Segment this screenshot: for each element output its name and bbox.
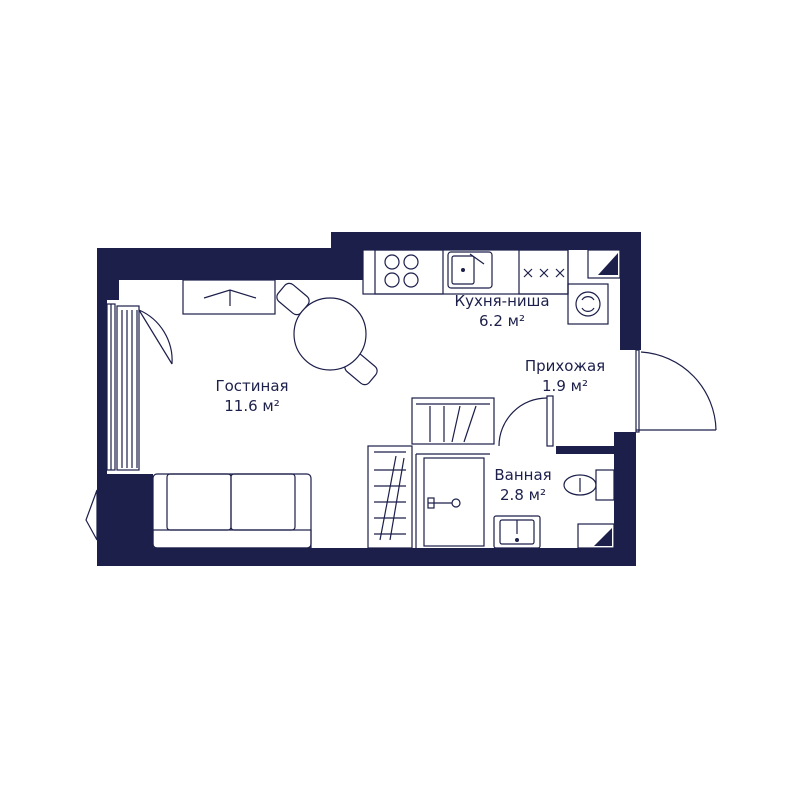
wall-right-upper [620,232,641,350]
washing-machine-icon [567,283,609,325]
stove-icon [374,249,444,295]
window-icon [85,303,173,541]
room-area: 6.2 м² [479,312,525,330]
shower-icon [423,457,485,547]
sofa-icon [152,473,312,549]
dining-table-icon [276,282,378,386]
wardrobe-icon [367,445,413,549]
room-label-hall: Прихожая 1.9 м² [525,357,605,395]
room-label-kitchen: Кухня-ниша 6.2 м² [454,292,549,330]
shaft-bottom-mark [594,528,612,546]
bathroom-partition [415,453,490,548]
sink-icon [493,515,541,549]
tv-cabinet [182,279,276,315]
room-name: Гостиная [215,377,288,395]
shaft-top-mark [598,253,618,275]
wall-left-top [97,248,119,300]
wardrobe-icon [411,397,495,445]
room-area: 2.8 м² [500,486,546,504]
hob-icon [518,249,569,295]
walls [97,232,641,566]
room-label-bath: Ванная 2.8 м² [494,466,551,504]
wall-bath-top [556,446,620,454]
room-label-living: Гостиная 11.6 м² [215,377,288,415]
toilet-icon [563,469,615,501]
sink-icon [447,251,493,289]
wall-bottom [97,548,636,566]
room-name: Кухня-ниша [454,292,549,310]
kitchen-counter [362,249,569,295]
room-area: 11.6 м² [224,397,280,415]
wall-left-bottom [97,474,153,566]
room-name: Прихожая [525,357,605,375]
wall-left-mid [97,300,107,474]
wall-top-left [97,248,331,280]
room-name: Ванная [494,466,551,484]
wall-top-right [331,232,641,250]
room-area: 1.9 м² [542,377,588,395]
wall-right-lower [614,432,636,566]
door-icon [498,395,554,447]
door-icon [635,349,717,433]
